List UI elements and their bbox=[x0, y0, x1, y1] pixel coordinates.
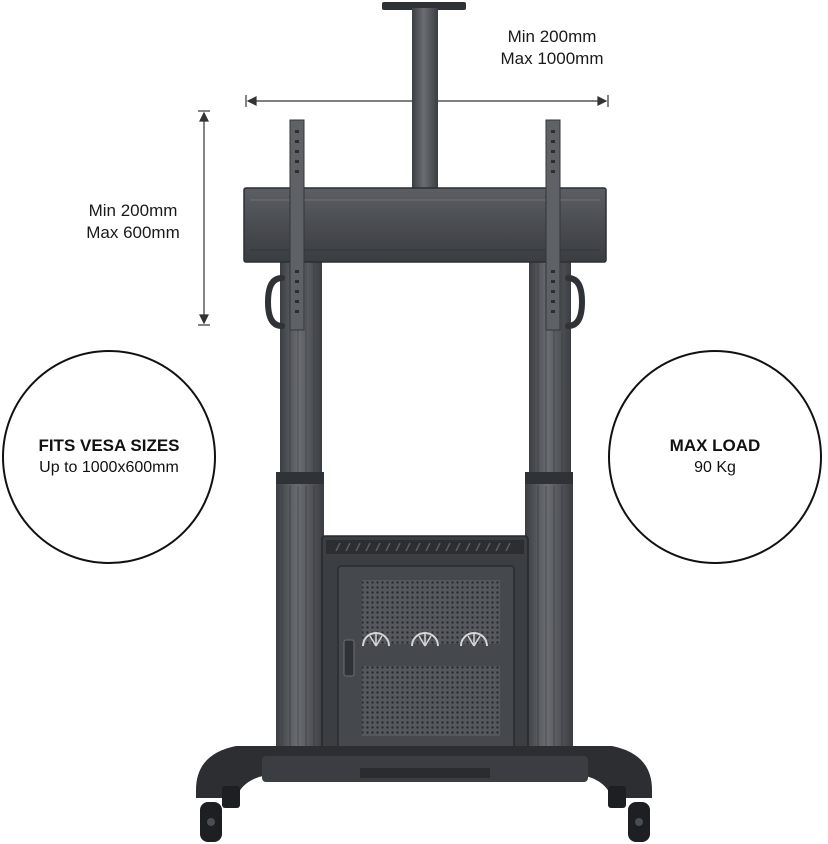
max-load-badge: MAX LOAD 90 Kg bbox=[608, 350, 822, 564]
width-max-text: Max 1000mm bbox=[500, 49, 604, 68]
width-min-text: Min 200mm bbox=[507, 27, 597, 46]
vesa-badge-value: Up to 1000x600mm bbox=[39, 459, 179, 476]
vesa-badge-title: FITS VESA SIZES bbox=[38, 436, 180, 455]
width-dimension-label: Min 200mm Max 1000mm bbox=[470, 26, 634, 70]
load-badge-title: MAX LOAD bbox=[669, 436, 761, 455]
height-max-text: Max 600mm bbox=[86, 223, 180, 242]
height-min-text: Min 200mm bbox=[88, 201, 178, 220]
load-badge-value: 90 Kg bbox=[694, 459, 736, 476]
height-dimension-arrow-icon bbox=[198, 110, 210, 326]
vesa-sizes-badge: FITS VESA SIZES Up to 1000x600mm bbox=[2, 350, 216, 564]
height-dimension-label: Min 200mm Max 600mm bbox=[64, 200, 202, 244]
